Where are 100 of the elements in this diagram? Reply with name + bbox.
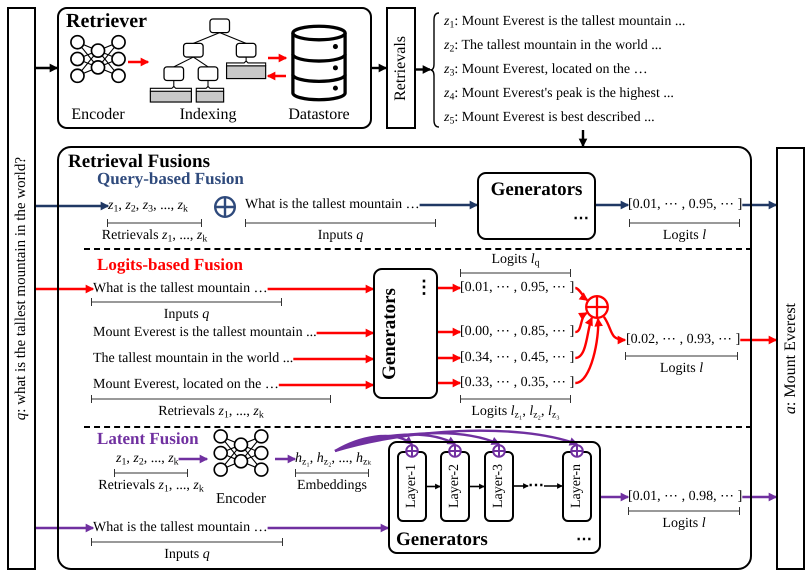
- arrow: [334, 432, 500, 452]
- arrow: [416, 65, 432, 74]
- bracket-label: Logits l$_{z₁}$, l$_{z₂}$, l$_{z₃}$: [471, 404, 560, 420]
- layer-label: Layer-1: [404, 464, 420, 509]
- drawing-label: Datastore: [288, 106, 350, 124]
- answer-text: a: Mount Everest: [782, 302, 800, 414]
- arrow: [601, 492, 630, 502]
- arrow: [438, 354, 462, 362]
- layer-box: [484, 451, 514, 522]
- generator-box: [373, 268, 438, 399]
- bracket-label: Logits l$_{q}$: [491, 252, 540, 268]
- generator-title: Generators: [379, 288, 401, 380]
- ellipsis-text: ⋯: [528, 477, 544, 495]
- logits-vector: [0.01, ⋯ , 0.95, ⋯ ]: [628, 196, 742, 214]
- arrow: [602, 316, 626, 344]
- question-panel: [7, 7, 36, 570]
- layer-box: [562, 451, 592, 522]
- sum-circle: [448, 444, 462, 458]
- section-title: Logits-based Fusion: [97, 255, 243, 275]
- arrow: [575, 318, 603, 384]
- layer-label: Layer-2: [447, 464, 463, 509]
- sum-circle: [570, 444, 584, 458]
- arrow: [372, 64, 388, 72]
- arrow: [268, 54, 288, 62]
- bracket-label: Retrievals z$_{1}$, ..., z$_{k}$: [102, 228, 208, 244]
- arrow: [275, 454, 296, 464]
- more-ellipsis: ⋮: [415, 278, 433, 296]
- bracket-label: Inputs q: [318, 228, 364, 244]
- layer-label: Layer-n: [569, 464, 585, 509]
- retrieved-passage: z$_{3}$: Mount Everest, located on the …: [444, 61, 649, 81]
- arrow: [278, 380, 374, 390]
- more-ellipsis: ⋯: [573, 210, 589, 228]
- arrow: [740, 336, 778, 344]
- bracket-label: Embeddings: [297, 478, 367, 494]
- retrieved-passage: z$_{1}$: Mount Everest is the tallest mountain ...: [444, 13, 686, 33]
- generator-title: Generators: [490, 179, 582, 201]
- arrow: [575, 312, 588, 334]
- arrow: [268, 524, 390, 532]
- arrow: [596, 200, 630, 210]
- section-title: Query-based Fusion: [97, 169, 244, 189]
- arrow: [334, 434, 414, 452]
- retrieved-passage: z$_{5}$: Mount Everest is best described ...: [444, 109, 656, 129]
- retriever-panel: [57, 7, 372, 129]
- arrow: [36, 202, 110, 210]
- bracket-label: Inputs q: [164, 547, 210, 563]
- retrieved-passage: z$_{4}$: Mount Everest's peak is the highest ...: [444, 85, 675, 105]
- arrow: [316, 328, 374, 338]
- arrow: [334, 433, 456, 452]
- arrow: [514, 483, 529, 489]
- arrow: [470, 484, 485, 490]
- layer-label: Layer-3: [491, 464, 507, 509]
- retrieved-passage: z$_{2}$: The tallest mountain in the world ...: [444, 37, 663, 57]
- passage-text: The tallest mountain in the world ...: [93, 350, 294, 368]
- arrow: [574, 286, 588, 302]
- arrow: [334, 430, 578, 452]
- bracket-label: Logits l: [662, 228, 706, 244]
- embedding-set: h$_{z₁}$, h$_{z₂}$, ..., h$_{zₖ}$: [295, 450, 371, 468]
- arrow: [438, 284, 462, 292]
- more-ellipsis: ⋯: [576, 531, 592, 549]
- arrow: [268, 284, 374, 294]
- section-title: Latent Fusion: [97, 429, 199, 449]
- bracket-label: Inputs q: [164, 307, 210, 323]
- arrow: [420, 200, 478, 210]
- arrow: [544, 483, 563, 489]
- sum-circle: [492, 444, 506, 458]
- arrow: [427, 484, 441, 490]
- input-text: What is the tallest mountain …: [93, 519, 268, 537]
- logits-vector: [0.00, ⋯ , 0.85, ⋯ ]: [460, 323, 574, 341]
- arrow: [266, 72, 286, 80]
- drawing-label: Indexing: [180, 106, 236, 124]
- sum-circle: [585, 295, 609, 319]
- logits-vector: [0.01, ⋯ , 0.95, ⋯ ]: [460, 279, 574, 297]
- drawing-label: Encoder: [71, 106, 125, 124]
- arrow: [293, 354, 374, 364]
- answer-panel: [776, 147, 805, 570]
- arrow: [36, 64, 58, 72]
- input-text: What is the tallest mountain …: [93, 280, 268, 298]
- generator-box: [477, 172, 596, 240]
- bracket-label: Logits l: [660, 361, 704, 377]
- arrow: [438, 378, 462, 388]
- sum-circle: [405, 444, 419, 458]
- logits-vector: [0.01, ⋯ , 0.98, ⋯ ]: [628, 488, 742, 506]
- logits-vector: [0.02, ⋯ , 0.93, ⋯ ]: [626, 331, 740, 349]
- input-text: What is the tallest mountain …: [245, 196, 420, 214]
- logits-vector: [0.33, ⋯ , 0.35, ⋯ ]: [460, 374, 574, 392]
- drawing-label: Encoder: [216, 490, 266, 508]
- bracket-label: Logits l: [662, 516, 706, 532]
- logits-vector: [0.34, ⋯ , 0.45, ⋯ ]: [460, 349, 574, 367]
- question-text: q: what is the tallest mountain in the world?: [13, 156, 30, 420]
- layer-box: [397, 451, 427, 522]
- retrieval-set: z$_{1}$, z$_{2}$, z$_{3}$, ..., z$_{k}$: [108, 197, 188, 215]
- arrow: [742, 200, 778, 210]
- layer-box: [440, 451, 470, 522]
- bracket-label: Retrievals z$_{1}$, ..., z$_{k}$: [98, 478, 204, 494]
- arrow: [742, 492, 778, 502]
- fusion-panel: [57, 146, 752, 570]
- arrow: [36, 524, 94, 532]
- arrow: [575, 316, 594, 360]
- generator-box: [388, 441, 601, 554]
- arrow: [438, 328, 462, 336]
